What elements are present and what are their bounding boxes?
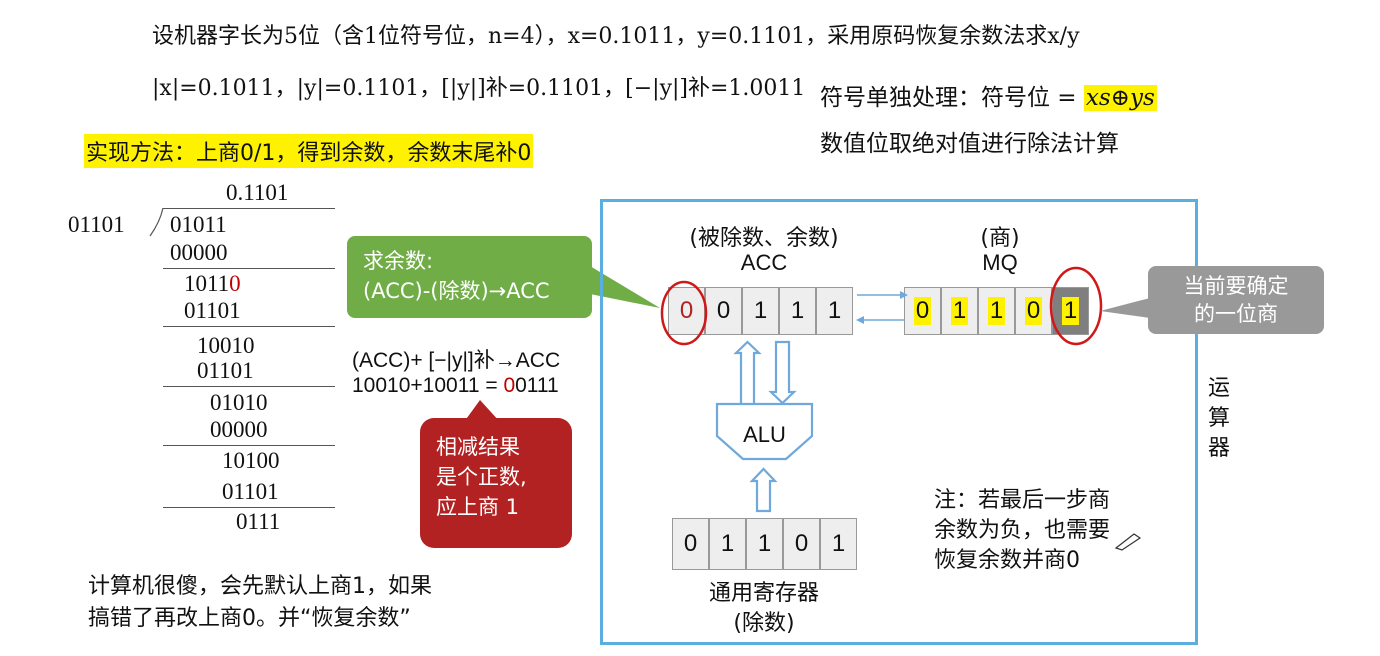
mq-bit: 0 xyxy=(904,287,941,335)
acc-bit: 1 xyxy=(742,287,779,335)
acc-caption: (被除数、余数) xyxy=(689,226,839,251)
green-callout-pointer xyxy=(590,266,660,308)
mq-register: 0 1 1 0 1 xyxy=(904,287,1091,335)
division-row: 01101 xyxy=(184,298,241,323)
quotient: 0.1101 xyxy=(226,180,289,205)
restore-note: 注：若最后一步商 余数为负，也需要 恢复余数并商0 xyxy=(934,486,1110,576)
absolute-values-line: |x|=0.1011，|y|=0.1101，[|y|]补=0.1101，[−|y… xyxy=(152,76,806,101)
appended-zero: 0 xyxy=(229,271,241,296)
mq-bit: 1 xyxy=(941,287,978,335)
division-line xyxy=(163,445,335,446)
callout-line: 相减结果 xyxy=(436,435,520,459)
mq-caption: (商) xyxy=(980,226,1020,251)
note-line: 余数为负，也需要 xyxy=(934,518,1111,543)
callout-line: 是个正数, xyxy=(436,465,527,489)
side-label-char: 运 xyxy=(1207,376,1230,401)
division-line xyxy=(163,326,335,327)
alu-side-label: 运 算 器 xyxy=(1206,374,1232,464)
alu-frame xyxy=(600,199,1198,645)
division-row: 01101 xyxy=(222,479,279,504)
division-row: 10110 xyxy=(184,271,241,297)
division-line xyxy=(163,268,335,269)
gray-callout-pointer xyxy=(1100,298,1150,318)
acc-bit: 1 xyxy=(816,287,853,335)
magnitude-note: 数值位取绝对值进行除法计算 xyxy=(820,131,1119,157)
mq-bit: 1 xyxy=(978,287,1015,335)
acc-formula-sum: 10010+10011 = xyxy=(352,374,504,397)
division-bracket xyxy=(149,207,164,237)
division-row-digits: 1011 xyxy=(184,271,230,296)
division-line xyxy=(163,507,335,508)
sign-note-prefix: 符号单独处理：符号位 = xyxy=(820,85,1084,111)
divisor-bit: 0 xyxy=(783,518,820,570)
pen-cursor-icon xyxy=(1114,533,1142,551)
division-row: 00000 xyxy=(170,240,228,265)
positive-result-callout: 相减结果 是个正数, 应上商 1 xyxy=(420,418,572,548)
mq-bit: 0 xyxy=(1015,287,1052,335)
callout-line: 的一位商 xyxy=(1194,302,1278,326)
callout-line: (ACC)-(除数)→ACC xyxy=(363,279,550,303)
note-line: 注：若最后一步商 xyxy=(934,488,1111,513)
sign-formula: xs⊕ys xyxy=(1083,85,1157,111)
divisor: 01101 xyxy=(68,212,125,237)
register-role-caption: (除数) xyxy=(733,611,795,636)
register-caption: 通用寄存器 xyxy=(708,581,819,606)
acc-formula-line2: 10010+10011 = 00111 xyxy=(352,374,559,398)
remainder-callout: 求余数: (ACC)-(除数)→ACC xyxy=(347,236,592,318)
acc-formula-prefix: (ACC)+ [−|y|]补 xyxy=(352,349,495,372)
mq-current-bit-circle xyxy=(1049,266,1103,346)
acc-formula-arrow: →ACC xyxy=(494,349,561,372)
division-line xyxy=(163,386,335,387)
division-row: 01010 xyxy=(210,390,268,415)
result-sign-bit: 0 xyxy=(503,374,516,397)
callout-line: 应上商 1 xyxy=(436,495,520,519)
acc-bit: 0 xyxy=(668,287,705,335)
acc-bit: 1 xyxy=(779,287,816,335)
divisor-bit: 1 xyxy=(820,518,857,570)
acc-name: ACC xyxy=(740,250,788,275)
problem-statement: 设机器字长为5位（含1位符号位，n=4），x=0.1011，y=0.1101，采… xyxy=(152,24,1080,49)
remainder-row: 0111 xyxy=(236,509,281,534)
quotient-bar xyxy=(163,208,335,209)
acc-sign-circle xyxy=(660,280,708,346)
acc-formula-result: 0111 xyxy=(515,374,559,397)
division-row: 01011 xyxy=(170,212,227,237)
divisor-bit: 0 xyxy=(672,518,709,570)
side-label-char: 器 xyxy=(1207,436,1230,461)
callout-line: 求余数: xyxy=(363,249,434,273)
divisor-bit: 1 xyxy=(709,518,746,570)
datapath-arrows xyxy=(715,291,908,513)
mq-name: MQ xyxy=(982,250,1018,275)
sign-note: 符号单独处理：符号位 = xs⊕ys xyxy=(820,78,1157,112)
callout-line: 当前要确定 xyxy=(1183,274,1289,298)
bottom-note-line1: 计算机很傻，会先默认上商1，如果 xyxy=(88,574,432,599)
general-register: 0 1 1 0 1 xyxy=(672,518,859,570)
method-text: 实现方法：上商0/1，得到余数，余数末尾补0 xyxy=(84,134,534,168)
acc-register: 0 0 1 1 1 xyxy=(668,287,855,335)
alu-label: ALU xyxy=(743,422,786,447)
divisor-bit: 1 xyxy=(746,518,783,570)
acc-formula-line1: (ACC)+ [−|y|]补→ACC xyxy=(352,344,560,374)
current-quotient-callout: 当前要确定 的一位商 xyxy=(1148,266,1324,334)
red-callout-pointer xyxy=(464,400,500,422)
side-label-char: 算 xyxy=(1207,406,1230,431)
division-row: 10100 xyxy=(222,448,280,473)
division-row: 10010 xyxy=(197,333,255,358)
bottom-note-line2: 搞错了再改上商0。并“恢复余数” xyxy=(88,606,411,631)
division-row: 00000 xyxy=(210,417,268,442)
division-row: 01101 xyxy=(197,358,254,383)
note-line: 恢复余数并商0 xyxy=(934,548,1080,573)
mq-bit-current: 1 xyxy=(1052,287,1089,335)
